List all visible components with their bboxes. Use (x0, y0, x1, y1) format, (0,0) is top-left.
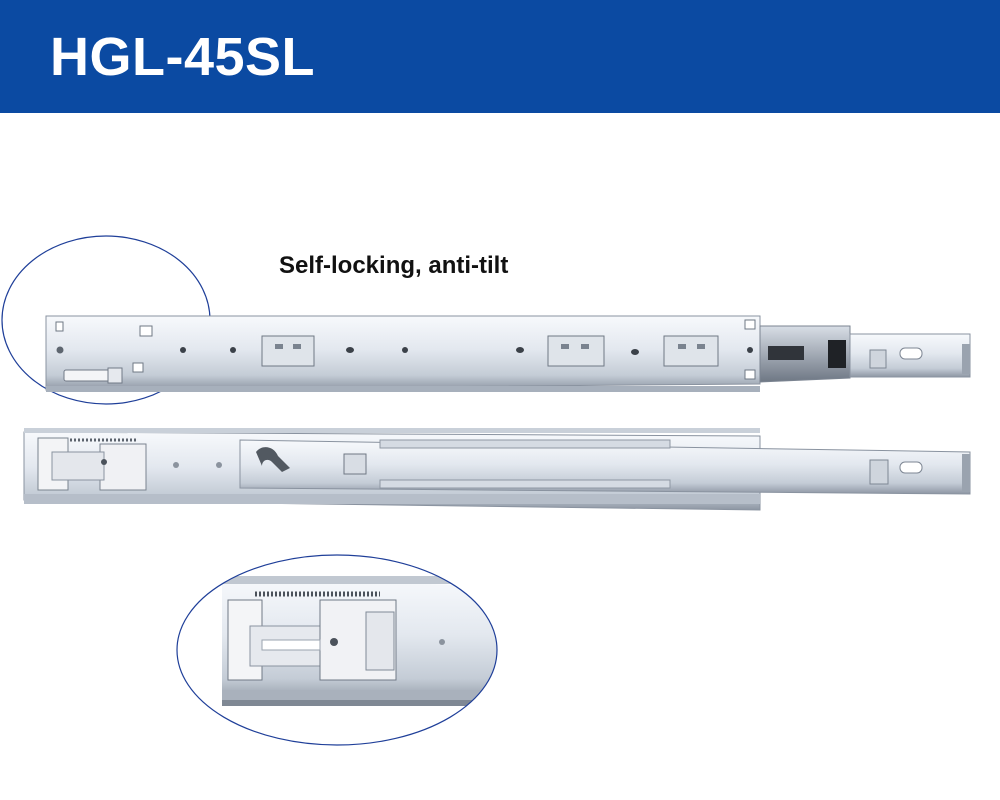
header-bar: HGL-45SL (0, 0, 1000, 113)
detail-zoom-ellipse (176, 554, 498, 746)
feature-caption: Self-locking, anti-tilt (279, 252, 509, 279)
product-title: HGL-45SL (50, 27, 316, 87)
bottom-slide-rail (23, 428, 971, 511)
top-slide-rail (45, 315, 971, 392)
